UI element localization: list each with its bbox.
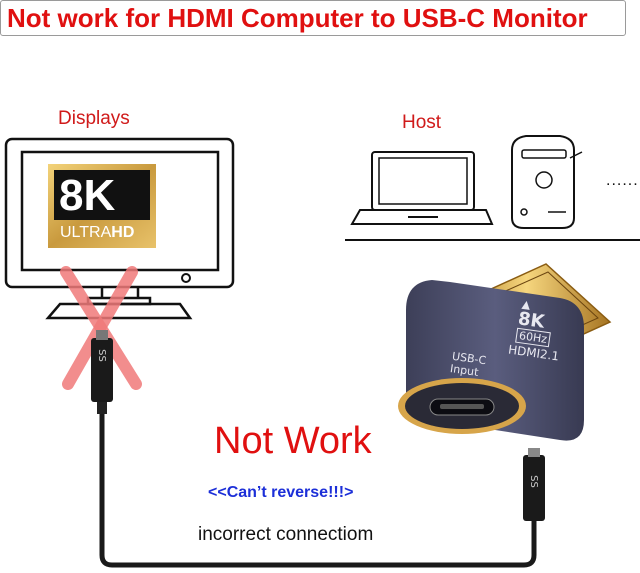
not-work-label: Not Work: [214, 420, 372, 462]
right-usb-c-plug: [523, 448, 545, 521]
warning-banner: Not work for HDMI Computer to USB-C Moni…: [0, 0, 626, 36]
badge-resolution: 8K: [59, 171, 116, 220]
8k-ultra-hd-badge: [48, 164, 156, 248]
no-connection-x-icon: [60, 266, 142, 390]
right-plug-ss-logo: SS: [527, 475, 539, 488]
laptop-icon: [350, 151, 494, 225]
desktop-tower-icon: [511, 135, 583, 229]
host-label: Host: [402, 112, 442, 133]
left-usb-c-plug: [91, 330, 113, 414]
incorrect-connection-label: incorrect connectiom: [198, 524, 374, 545]
badge-ultra: ULTRA: [60, 224, 112, 241]
left-plug-ss-logo: SS: [95, 349, 107, 362]
displays-label: Displays: [58, 108, 130, 129]
hdmi-to-usb-c-adapter: [398, 263, 612, 441]
banner-title: Not work for HDMI Computer to USB-C Moni…: [7, 3, 588, 33]
more-hosts-ellipsis: ......: [606, 172, 639, 189]
badge-ultra-hd: ULTRAHD: [60, 224, 134, 242]
cant-reverse-label: <<Can’t reverse!!!>: [208, 484, 354, 501]
usb-cable: [99, 414, 537, 568]
badge-hd: HD: [111, 224, 135, 241]
